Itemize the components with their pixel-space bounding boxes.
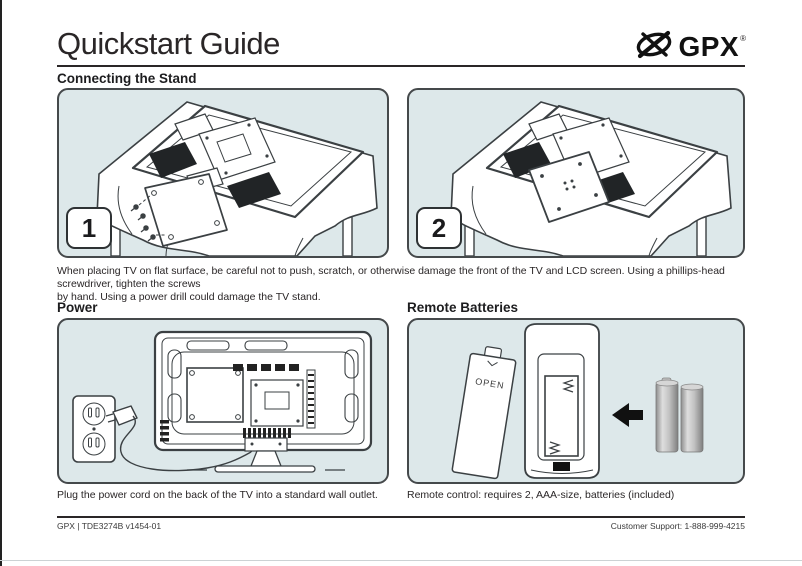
section-heading-stand: Connecting the Stand [57, 71, 197, 86]
page-title: Quickstart Guide [57, 26, 280, 61]
stand-step1-illustration [96, 101, 378, 256]
title-divider [57, 65, 745, 67]
footer-document-id: GPX | TDE3274B v1454-01 [57, 521, 162, 531]
aaa-batteries [655, 377, 704, 453]
tv-stand-base [214, 465, 316, 473]
battery-compartment [544, 375, 579, 457]
battery-spring [562, 379, 575, 393]
section-heading-remote: Remote Batteries [407, 300, 519, 315]
section-heading-power: Power [57, 300, 98, 315]
power-panel [57, 318, 389, 484]
detached-base-plate [144, 173, 228, 247]
mount-plate-area [198, 117, 276, 181]
wall-outlet [72, 395, 116, 463]
stand-step2-illustration [450, 101, 732, 256]
stand-step2-panel: 2 [407, 88, 745, 258]
speaker-grille [227, 172, 281, 208]
tv-stand-neck [250, 450, 282, 467]
battery-spring [548, 441, 561, 455]
brand-wordmark: GPX [678, 31, 740, 62]
remote-caption: Remote control: requires 2, AAA-size, ba… [407, 489, 675, 501]
speaker-grille [503, 142, 551, 178]
remote-batteries-illustration: OPEN [451, 323, 704, 480]
insert-arrow-icon [612, 403, 643, 427]
battery-cover-label: OPEN [475, 376, 506, 390]
step-number-badge: 1 [66, 207, 112, 249]
stand-step1-panel: 1 [57, 88, 389, 258]
footer-support-number: Customer Support: 1-888-999-4215 [610, 521, 745, 531]
gpx-swoosh-icon [635, 28, 675, 66]
tv-rear [131, 104, 365, 219]
registered-mark: ® [740, 33, 746, 43]
speaker-grille [149, 142, 197, 178]
tv-rear [153, 330, 373, 473]
screws [130, 194, 167, 242]
footer-divider [57, 516, 745, 518]
brand-logo: GPX ® [635, 28, 746, 66]
step-number-badge: 2 [416, 207, 462, 249]
power-cord [105, 405, 258, 472]
scan-edge-bottom [0, 560, 802, 561]
power-caption: Plug the power cord on the back of the T… [57, 489, 378, 501]
remote-batteries-panel: OPEN [407, 318, 745, 484]
scan-edge-left [0, 0, 2, 566]
battery-cover: OPEN [451, 346, 517, 480]
power-illustration [72, 330, 373, 473]
stand-caution-text: When placing TV on flat surface, be care… [57, 265, 725, 304]
remote-body [524, 323, 600, 479]
attached-base-plate [528, 151, 610, 223]
mount-plate-area [250, 379, 304, 427]
